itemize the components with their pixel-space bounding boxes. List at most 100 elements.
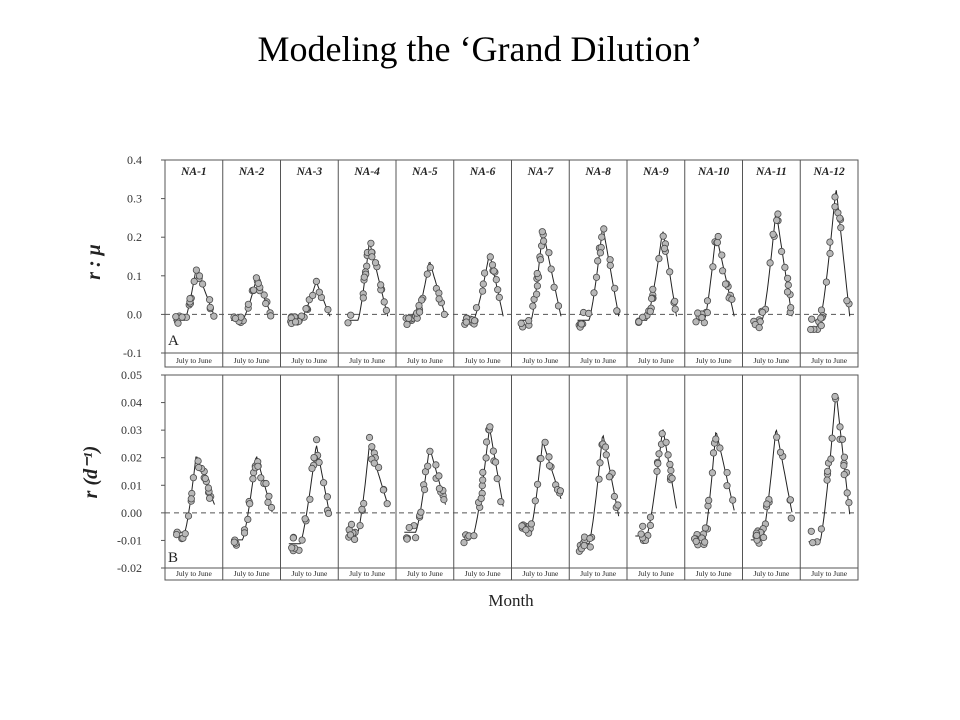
data-point [252, 274, 260, 282]
panel-footer-label: July to June [696, 569, 733, 578]
data-point [230, 538, 238, 546]
data-point [646, 513, 655, 521]
data-point [495, 293, 503, 301]
data-point [426, 263, 434, 272]
panel-footer-label: July to June [465, 569, 502, 578]
data-point [462, 318, 470, 326]
y-tick-label: 0.05 [121, 368, 142, 382]
data-point [714, 232, 722, 241]
data-point [662, 438, 670, 446]
data-point [592, 273, 601, 281]
data-point [490, 267, 498, 275]
data-point [712, 435, 720, 443]
data-point [184, 512, 193, 520]
y-tick-label: 0.00 [121, 506, 142, 520]
data-point [368, 253, 376, 261]
data-point [836, 214, 844, 222]
data-point [195, 272, 204, 280]
data-point [486, 423, 494, 431]
data-point [380, 298, 388, 306]
row-a-ylabel: r : μ [83, 244, 105, 280]
panel-footer-label: July to June [349, 569, 386, 578]
data-point [522, 526, 530, 534]
data-point [635, 318, 643, 326]
panel-title: NA-9 [642, 166, 669, 178]
panel-title: NA-3 [296, 166, 323, 178]
panel-title: NA-10 [697, 166, 730, 178]
data-point [477, 494, 485, 502]
y-tick-label: 0.4 [127, 153, 142, 167]
data-point [308, 464, 316, 472]
data-point [533, 282, 542, 290]
model-curve [577, 434, 620, 545]
data-point [358, 505, 366, 513]
data-point [344, 319, 352, 327]
data-point [367, 239, 375, 247]
data-point [580, 541, 588, 550]
data-point [529, 302, 537, 310]
data-point [491, 458, 500, 466]
panel-title: NA-12 [812, 166, 845, 178]
data-point [356, 521, 364, 530]
panel-footer-label: July to June [234, 569, 271, 578]
data-point [265, 492, 273, 500]
data-point [174, 319, 182, 327]
data-point [359, 294, 367, 302]
data-point [718, 251, 726, 259]
data-point [440, 310, 448, 318]
data-point [486, 253, 494, 261]
data-point [347, 520, 356, 529]
row-b-ylabel: r (d⁻¹) [80, 446, 102, 499]
data-point [668, 474, 676, 482]
data-point [654, 459, 662, 467]
data-point [415, 308, 424, 316]
data-point [807, 527, 815, 535]
data-point [577, 320, 586, 328]
data-point [763, 500, 771, 508]
data-point [424, 462, 432, 470]
data-point [766, 259, 774, 267]
data-point [250, 286, 258, 294]
data-point [705, 496, 713, 504]
data-point [550, 283, 558, 291]
data-point [639, 522, 647, 530]
data-point [718, 267, 727, 275]
panel-footer-label: July to June [234, 356, 271, 365]
data-point [206, 303, 214, 311]
data-point [759, 533, 768, 542]
panel-title: NA-2 [238, 166, 265, 178]
data-point [432, 461, 440, 469]
data-point [194, 457, 202, 465]
data-point [405, 314, 413, 322]
data-point [828, 434, 836, 442]
data-point [420, 485, 429, 494]
data-point [708, 469, 717, 477]
data-point [605, 473, 614, 481]
data-point [666, 268, 674, 276]
data-point [479, 476, 487, 484]
data-point [694, 309, 702, 317]
data-point [312, 436, 321, 444]
data-point [201, 474, 209, 483]
panel-footer-label: July to June [753, 356, 790, 365]
data-point [845, 498, 853, 507]
data-point [199, 280, 207, 288]
data-point [368, 443, 376, 451]
data-point [363, 262, 371, 270]
data-point [611, 284, 619, 292]
panel-footer-label: July to June [291, 356, 328, 365]
data-point [783, 274, 792, 282]
data-point [807, 325, 815, 334]
data-point [613, 307, 621, 315]
data-point [660, 244, 669, 252]
data-point [493, 474, 501, 483]
data-point [360, 273, 368, 281]
data-point [817, 321, 825, 330]
panel-footer-label: July to June [407, 569, 444, 578]
data-point [595, 475, 603, 483]
panel-title: NA-8 [584, 166, 611, 178]
data-point [655, 450, 663, 458]
panel-footer-label: July to June [176, 356, 213, 365]
data-point [784, 281, 792, 289]
